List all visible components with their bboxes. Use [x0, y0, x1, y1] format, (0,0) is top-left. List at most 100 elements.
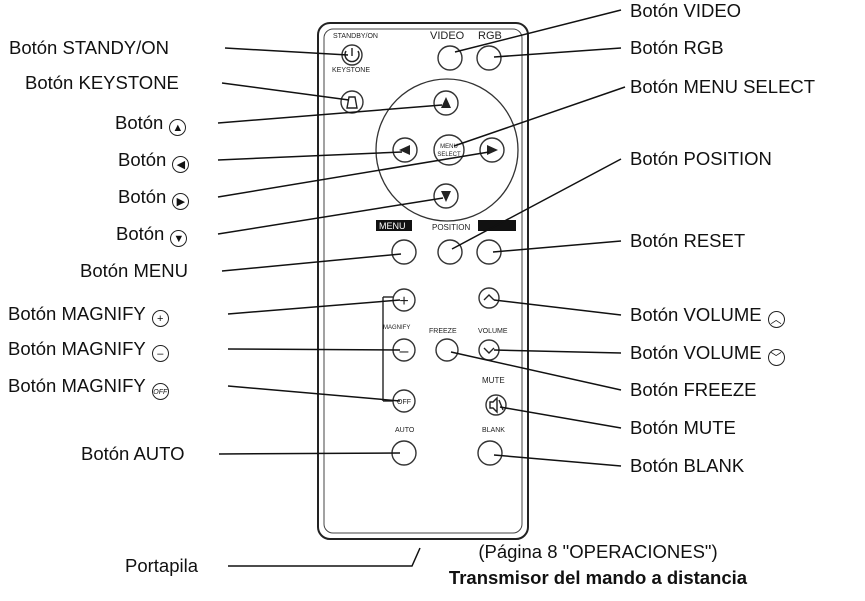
label-position: Botón POSITION	[630, 148, 772, 169]
off-glyph-icon: OFF	[151, 383, 169, 400]
leader-menu	[221, 253, 402, 272]
position-button[interactable]	[437, 239, 463, 265]
label-up-text: Botón	[115, 112, 164, 133]
label-mag-minus: Botón MAGNIFY–	[8, 338, 169, 362]
blank-caption: BLANK	[482, 427, 505, 434]
up-arrow-glyph-icon: ▲	[169, 119, 187, 136]
label-video: Botón VIDEO	[630, 0, 742, 21]
volume-up-button[interactable]	[478, 287, 500, 309]
minus-glyph-icon: –	[151, 345, 169, 362]
leader-mag-off	[227, 385, 401, 402]
left-arrow-glyph-icon: ◀	[172, 156, 190, 173]
direction-pad-ring	[375, 78, 519, 222]
leader-keystone	[221, 82, 350, 101]
label-mag-plus-text: Botón MAGNIFY	[8, 303, 146, 324]
mute-button[interactable]	[485, 394, 507, 416]
label-freeze: Botón FREEZE	[630, 379, 757, 400]
label-mag-minus-text: Botón MAGNIFY	[8, 338, 146, 359]
remote-outline	[317, 22, 529, 540]
volume-up-glyph-icon: ︿	[767, 311, 785, 328]
leader-vol-up	[493, 299, 622, 316]
caption-title: Transmisor del mando a distancia	[448, 567, 748, 588]
label-vol-down-text: Botón VOLUME	[630, 342, 762, 363]
right-arrow-icon	[487, 145, 498, 155]
keystone-caption: KEYSTONE	[332, 67, 370, 74]
label-down: Botón ▼	[116, 223, 188, 247]
mute-slash-icon	[498, 399, 504, 411]
right-arrow-glyph-icon: ▶	[172, 193, 190, 210]
leader-rgb	[493, 47, 622, 58]
standby-caption: STANDBY/ON	[333, 33, 378, 40]
auto-caption: AUTO	[395, 427, 415, 434]
keystone-button[interactable]	[340, 90, 364, 114]
leader-battery	[228, 547, 421, 567]
leader-vol-down	[493, 349, 622, 354]
label-vol-up-text: Botón VOLUME	[630, 304, 762, 325]
leader-menu-select	[453, 86, 626, 147]
label-standby: Botón STANDY/ON	[9, 37, 170, 58]
label-vol-down: Botón VOLUME ﹀	[630, 342, 785, 366]
label-mute: Botón MUTE	[630, 417, 736, 438]
menu-button[interactable]	[391, 239, 417, 265]
magnify-caption: MAGNIFY	[383, 325, 410, 331]
leader-standby	[224, 47, 349, 56]
leader-reset	[492, 240, 622, 253]
video-caption: VIDEO	[430, 30, 465, 42]
label-mag-plus: Botón MAGNIFY +	[8, 303, 169, 327]
video-button[interactable]	[437, 45, 463, 71]
leader-blank	[493, 454, 622, 467]
caption-reference: (Página 8 "OPERACIONES")	[478, 541, 718, 562]
label-mag-off: Botón MAGNIFY OFF	[8, 375, 169, 400]
freeze-button[interactable]	[435, 338, 459, 362]
label-down-text: Botón	[116, 223, 165, 244]
leader-auto	[218, 452, 401, 455]
position-caption: POSITION	[432, 223, 470, 232]
label-battery: Portapila	[125, 555, 199, 576]
label-left: Botón ◀	[118, 149, 190, 173]
freeze-caption: FREEZE	[429, 328, 457, 335]
down-arrow-icon	[441, 191, 451, 202]
leader-right	[217, 151, 490, 198]
menu-badge-text: MENU	[379, 221, 406, 231]
label-auto: Botón AUTO	[81, 443, 185, 464]
leader-mute	[499, 406, 622, 429]
label-menu-select: Botón MENU SELECT	[630, 76, 816, 97]
leader-left	[217, 151, 403, 161]
label-mag-off-text: Botón MAGNIFY	[8, 375, 146, 396]
label-menu: Botón MENU	[80, 260, 188, 281]
label-vol-up: Botón VOLUME ︿	[630, 304, 785, 328]
volume-up-icon	[483, 294, 495, 301]
label-reset: Botón RESET	[630, 230, 746, 251]
label-right: Botón ▶	[118, 186, 190, 210]
rgb-caption: RGB	[478, 30, 502, 42]
speaker-icon	[489, 396, 498, 414]
leader-down	[217, 197, 444, 235]
blank-button[interactable]	[477, 440, 503, 466]
minus-icon: –	[400, 343, 409, 360]
leader-up	[217, 104, 443, 124]
plus-icon: +	[399, 293, 408, 310]
leader-mag-minus	[227, 348, 401, 351]
leader-position	[451, 158, 622, 250]
left-arrow-icon	[399, 145, 410, 155]
menu-select-text-2: SELECT	[437, 152, 461, 158]
mute-caption: MUTE	[482, 376, 505, 385]
label-up: Botón ▲	[115, 112, 187, 136]
rgb-button[interactable]	[476, 45, 502, 71]
volume-down-glyph-icon: ﹀	[767, 349, 785, 366]
volume-caption: VOLUME	[478, 328, 508, 335]
label-keystone: Botón KEYSTONE	[25, 72, 179, 93]
up-arrow-icon	[441, 97, 451, 108]
remote-inner-outline	[323, 28, 523, 534]
down-arrow-glyph-icon: ▼	[170, 230, 188, 247]
menu-select-text-1: MENU	[440, 144, 458, 150]
label-blank: Botón BLANK	[630, 455, 745, 476]
label-right-text: Botón	[118, 186, 167, 207]
label-left-text: Botón	[118, 149, 167, 170]
leader-lines	[217, 9, 626, 567]
menu-badge	[376, 220, 412, 231]
off-icon: OFF	[397, 399, 411, 406]
plus-glyph-icon: +	[151, 310, 169, 327]
